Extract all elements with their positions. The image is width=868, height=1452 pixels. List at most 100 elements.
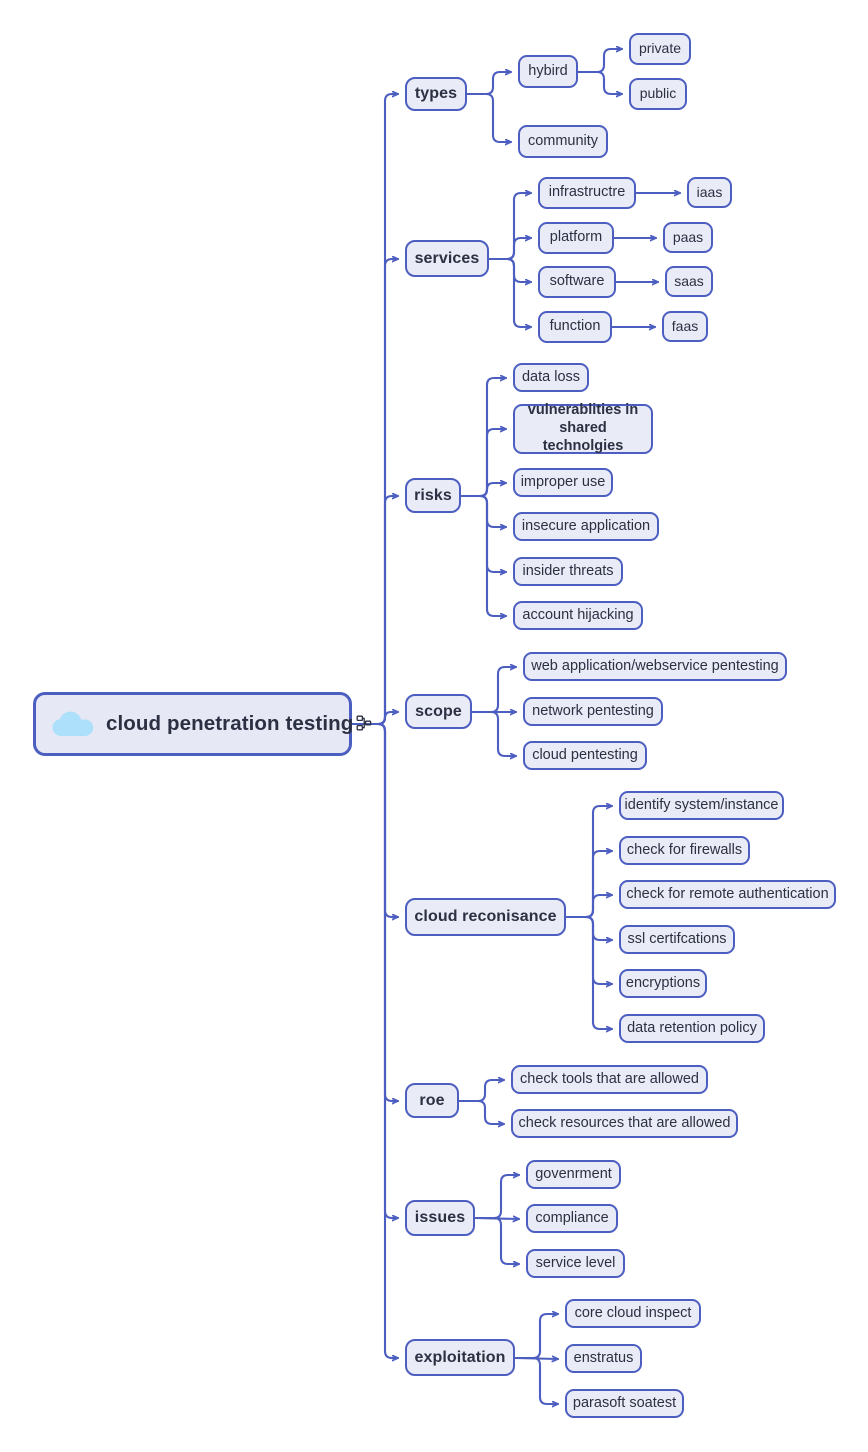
- node-software[interactable]: software: [538, 266, 616, 298]
- connector-cloud-reconisance-to-encryptions: [564, 915, 614, 984]
- node-data-retention[interactable]: data retention policy: [619, 1014, 765, 1043]
- node-issues[interactable]: issues: [405, 1200, 475, 1236]
- node-webapp-pentesting[interactable]: web application/webservice pentesting: [523, 652, 787, 681]
- node-label: roe: [419, 1091, 445, 1109]
- connector-exploitation-to-parasoft-soatest: [513, 1356, 560, 1404]
- connector-issues-to-service-level: [473, 1216, 521, 1264]
- node-label: saas: [674, 272, 704, 289]
- node-encryptions[interactable]: encryptions: [619, 969, 707, 998]
- node-label: core cloud inspect: [574, 1304, 692, 1321]
- root-node[interactable]: cloud penetration testing: [33, 692, 372, 756]
- node-check-firewalls[interactable]: check for firewalls: [619, 836, 750, 865]
- node-label: web application/webservice pentesting: [531, 657, 779, 674]
- connector-root-to-roe: [350, 722, 400, 1101]
- node-scope[interactable]: scope: [405, 694, 472, 729]
- node-iaas[interactable]: iaas: [687, 177, 732, 208]
- node-label: parasoft soatest: [572, 1394, 677, 1411]
- node-insecure-app[interactable]: insecure application: [513, 512, 659, 541]
- node-insider-threats[interactable]: insider threats: [513, 557, 623, 586]
- node-cloud-pentesting[interactable]: cloud pentesting: [523, 741, 647, 770]
- connector-root-to-cloud-reconisance: [350, 722, 400, 917]
- node-label: hybird: [528, 62, 568, 79]
- node-private[interactable]: private: [629, 33, 691, 65]
- node-ssl-certifcations[interactable]: ssl certifcations: [619, 925, 735, 954]
- connector-risks-to-insecure-app: [459, 494, 508, 527]
- connector-risks-to-account-hijacking: [459, 494, 508, 616]
- node-label: community: [527, 132, 599, 149]
- node-compliance[interactable]: compliance: [526, 1204, 618, 1233]
- node-label: faas: [671, 317, 699, 334]
- node-label: risks: [414, 486, 452, 504]
- node-data-loss[interactable]: data loss: [513, 363, 589, 392]
- node-public[interactable]: public: [629, 78, 687, 110]
- node-faas[interactable]: faas: [662, 311, 708, 342]
- node-label: types: [414, 85, 458, 103]
- node-paas[interactable]: paas: [663, 222, 713, 253]
- node-label: exploitation: [414, 1348, 506, 1366]
- node-label: encryptions: [625, 974, 701, 991]
- connector-cloud-reconisance-to-identify-system: [564, 806, 614, 919]
- node-vulnerablities[interactable]: vulnerablities in shared technolgies: [513, 402, 653, 454]
- connector-issues-to-govenrment: [473, 1175, 521, 1220]
- node-platform[interactable]: platform: [538, 222, 614, 254]
- node-label: check resources that are allowed: [518, 1114, 731, 1131]
- node-label: data retention policy: [627, 1019, 757, 1036]
- node-label: cloud pentesting: [532, 746, 638, 763]
- node-saas[interactable]: saas: [665, 266, 713, 297]
- node-govenrment[interactable]: govenrment: [526, 1160, 621, 1189]
- connector-hybird-to-public: [576, 70, 624, 94]
- node-label: private: [638, 40, 682, 57]
- node-check-tools[interactable]: check tools that are allowed: [511, 1065, 708, 1094]
- node-types[interactable]: types: [405, 77, 467, 111]
- connector-types-to-hybird: [465, 72, 513, 96]
- node-service-level[interactable]: service level: [526, 1249, 625, 1278]
- node-function[interactable]: function: [538, 311, 612, 343]
- connector-root-to-issues: [350, 722, 400, 1218]
- node-exploitation[interactable]: exploitation: [405, 1339, 515, 1376]
- connector-cloud-reconisance-to-data-retention: [564, 915, 614, 1029]
- node-enstratus[interactable]: enstratus: [565, 1344, 642, 1373]
- node-network-pentesting[interactable]: network pentesting: [523, 697, 663, 726]
- node-label: network pentesting: [532, 702, 654, 719]
- node-risks[interactable]: risks: [405, 478, 461, 513]
- node-label: improper use: [520, 473, 606, 490]
- connector-roe-to-check-tools: [457, 1080, 506, 1103]
- connector-issues-to-compliance: [473, 1218, 521, 1219]
- node-community[interactable]: community: [518, 125, 608, 158]
- node-label: compliance: [535, 1209, 609, 1226]
- node-label: issues: [414, 1209, 466, 1227]
- node-label: enstratus: [573, 1349, 634, 1366]
- node-label: check for remote authentication: [626, 885, 829, 902]
- connector-hybird-to-private: [576, 49, 624, 74]
- node-services[interactable]: services: [405, 240, 489, 277]
- node-hybird[interactable]: hybird: [518, 55, 578, 88]
- connector-root-to-types: [350, 94, 400, 726]
- tree-icon[interactable]: [356, 715, 372, 731]
- node-roe[interactable]: roe: [405, 1083, 459, 1118]
- node-cloud-reconisance[interactable]: cloud reconisance: [405, 898, 566, 936]
- node-label: service level: [535, 1254, 616, 1271]
- node-label: iaas: [696, 183, 723, 200]
- node-label: software: [549, 273, 605, 290]
- node-label: insider threats: [522, 562, 614, 579]
- node-check-remote-auth[interactable]: check for remote authentication: [619, 880, 836, 909]
- node-label: services: [414, 249, 480, 267]
- node-parasoft-soatest[interactable]: parasoft soatest: [565, 1389, 684, 1418]
- node-identify-system[interactable]: identify system/instance: [619, 791, 784, 820]
- node-label: paas: [672, 228, 704, 245]
- node-core-cloud-inspect[interactable]: core cloud inspect: [565, 1299, 701, 1328]
- connector-types-to-community: [465, 92, 513, 142]
- node-label: cloud reconisance: [414, 908, 557, 926]
- connector-risks-to-insider-threats: [459, 494, 508, 572]
- node-label: function: [549, 318, 601, 335]
- connector-services-to-software: [487, 257, 533, 282]
- connector-risks-to-vulnerablities: [459, 429, 508, 498]
- node-improper-use[interactable]: improper use: [513, 468, 613, 497]
- connector-cloud-reconisance-to-check-remote-auth: [564, 895, 614, 919]
- node-infrastructre[interactable]: infrastructre: [538, 177, 636, 209]
- node-check-resources[interactable]: check resources that are allowed: [511, 1109, 738, 1138]
- node-label: ssl certifcations: [627, 930, 727, 947]
- node-account-hijacking[interactable]: account hijacking: [513, 601, 643, 630]
- node-label: govenrment: [535, 1165, 612, 1182]
